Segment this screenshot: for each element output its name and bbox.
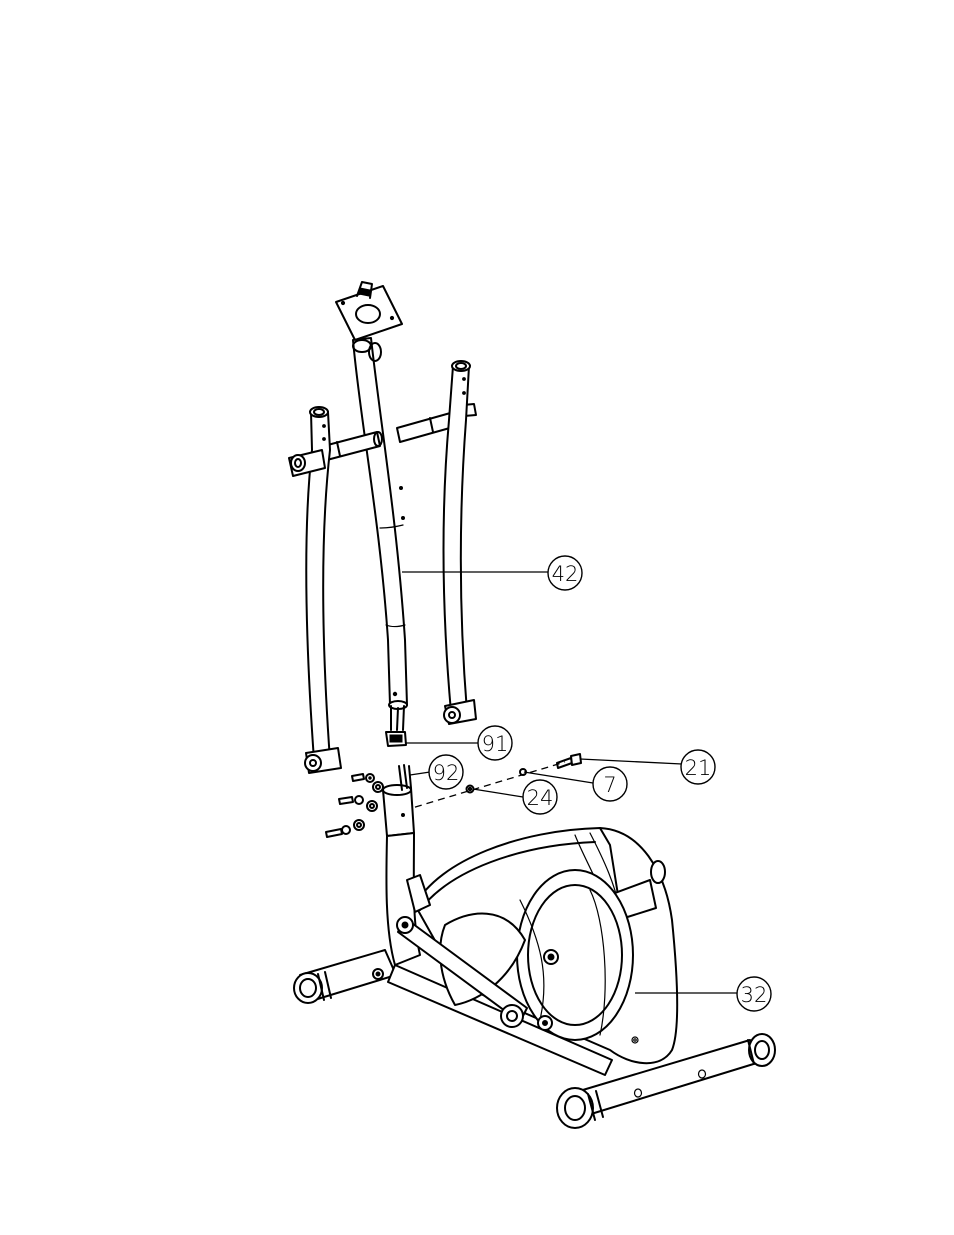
connector-91 <box>386 706 406 746</box>
callout-92: 92 <box>429 755 463 789</box>
callout-91: 91 <box>478 726 512 760</box>
callout-24-label: 24 <box>527 786 554 810</box>
callout-42-label: 42 <box>552 562 579 586</box>
callout-21-label: 21 <box>685 756 712 780</box>
callout-21: 21 <box>681 750 715 784</box>
callout-32-label: 32 <box>741 983 768 1007</box>
callout-7: 7 <box>593 767 627 801</box>
bolt-set <box>326 774 383 837</box>
callout-24: 24 <box>523 780 557 814</box>
console-mount-plate <box>336 282 402 340</box>
callout-42: 42 <box>548 556 582 590</box>
callout-92-label: 92 <box>433 761 460 785</box>
front-post <box>353 338 407 709</box>
callout-32: 32 <box>737 977 771 1011</box>
bolt-21 <box>557 754 581 768</box>
callout-91-label: 91 <box>482 732 509 756</box>
left-handlebar <box>289 407 341 773</box>
callout-7-label: 7 <box>603 773 616 797</box>
